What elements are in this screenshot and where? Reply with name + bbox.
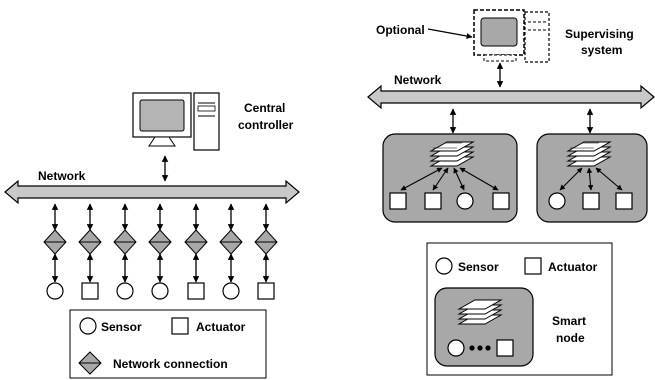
- legend-sensor-icon: [435, 257, 453, 275]
- smart-node-box: [382, 133, 518, 223]
- right-network-bus: [367, 84, 655, 110]
- actuator-square: [81, 282, 99, 300]
- sensor-circle: [222, 282, 240, 300]
- right-legend: Sensor Actuator Smart node: [426, 242, 613, 376]
- sensor-circle: [456, 192, 474, 210]
- tower-case: [193, 92, 220, 151]
- actuator-square: [257, 282, 275, 300]
- legend-smart-node-icon: [434, 287, 534, 367]
- monitor-screen: [139, 99, 185, 132]
- left-centralized-architecture: Central controller Network: [4, 92, 300, 379]
- left-legend-box: [69, 309, 267, 379]
- legend-sensor-label: Sensor: [458, 260, 499, 274]
- supervisor-tower: [524, 11, 550, 63]
- supervisor-screen: [480, 17, 518, 47]
- supervisor-label-line1: Supervising: [565, 27, 634, 41]
- sensor-circle: [548, 192, 566, 210]
- supervisor-label-line2: system: [581, 43, 622, 57]
- left-node-column: [219, 203, 243, 300]
- actuator-square: [615, 192, 633, 210]
- right-distributed-architecture: Optional Supervising system Network: [367, 9, 655, 376]
- processor-stack-icon: [429, 141, 475, 167]
- left-network-label: Network: [38, 169, 86, 183]
- legend-connection-label: Network connection: [113, 357, 228, 371]
- processor-stack-icon: [566, 141, 612, 167]
- legend-sensor-icon: [79, 317, 97, 335]
- actuator-square: [424, 192, 442, 210]
- left-network-bus: [4, 179, 300, 205]
- actuator-square: [492, 192, 510, 210]
- legend-smart-node-label-line1: Smart: [552, 314, 586, 328]
- right-network-label: Network: [394, 73, 442, 87]
- left-node-column: [78, 203, 102, 300]
- sensor-circle: [151, 282, 169, 300]
- left-legend: Sensor Actuator Network connection: [69, 309, 267, 379]
- optional-label: Optional: [376, 23, 425, 37]
- supervising-system: [473, 9, 550, 63]
- legend-sensor-label: Sensor: [101, 320, 142, 334]
- controller-label-line2: controller: [238, 118, 294, 132]
- central-controller-computer: [132, 92, 220, 151]
- smart-node: [382, 133, 518, 223]
- actuator-square: [582, 192, 600, 210]
- left-node-column: [43, 203, 67, 300]
- left-node-column: [184, 203, 208, 300]
- actuator-square: [187, 282, 205, 300]
- optional-pointer-arrow: [427, 28, 473, 39]
- left-node-column: [113, 203, 137, 300]
- legend-actuator-label: Actuator: [196, 320, 246, 334]
- left-node-column: [148, 203, 172, 300]
- legend-actuator-label: Actuator: [548, 260, 598, 274]
- sensor-circle: [116, 282, 134, 300]
- sensor-circle: [46, 282, 64, 300]
- legend-smart-node-label-line2: node: [556, 331, 585, 345]
- smart-node: [536, 133, 648, 223]
- left-node-column: [254, 203, 278, 300]
- legend-actuator-icon: [171, 317, 189, 335]
- controller-label-line1: Central: [244, 101, 285, 115]
- monitor-stand: [148, 136, 176, 147]
- actuator-square: [389, 192, 407, 210]
- supervisor-base: [483, 54, 517, 62]
- legend-actuator-icon: [524, 257, 542, 275]
